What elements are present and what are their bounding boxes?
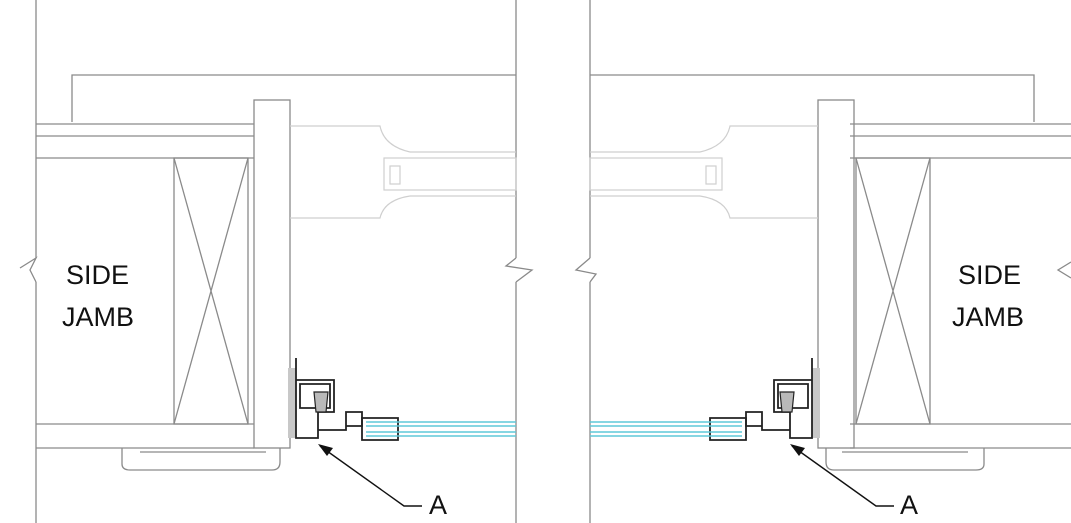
- right-callout-leader: [791, 445, 894, 507]
- right-faint-rail-profile: [699, 125, 818, 219]
- right-stud-cross: [855, 157, 931, 425]
- right-callout-arrow: [790, 444, 805, 456]
- right-jamb-board: [817, 99, 855, 449]
- left-faint-rail-profile: [290, 125, 411, 219]
- left-glazing-gasket: [313, 391, 329, 413]
- right-faint-rail-lines: [590, 151, 700, 197]
- left-faint-rail-lines: [410, 151, 516, 197]
- right-side-jamb-label-line1: SIDE: [958, 260, 1021, 290]
- left-frame-inner: [299, 383, 331, 409]
- left-faint-rail-slot: [389, 165, 401, 185]
- right-break-symbol-2: [1056, 261, 1071, 279]
- left-frame-profile: [288, 358, 399, 441]
- left-sash-clip: [318, 411, 363, 431]
- left-casing: [121, 448, 281, 471]
- right-glazing-unit: [590, 421, 742, 437]
- left-callout-arrow: [318, 444, 333, 456]
- right-faint-rail: [589, 157, 723, 191]
- right-head-trim: [590, 74, 1035, 122]
- left-stud-top: [36, 123, 254, 159]
- left-callout-label: A: [429, 490, 447, 520]
- left-glazing-unit: [366, 421, 516, 437]
- left-stud-member: [173, 157, 249, 425]
- right-frame-inner: [777, 383, 809, 409]
- right-break-symbol: [574, 257, 598, 283]
- left-jamb-board: [253, 99, 291, 449]
- right-casing: [825, 448, 985, 471]
- left-break-symbol: [19, 256, 38, 283]
- right-stud-bottom: [850, 423, 1071, 449]
- right-stud-top: [850, 123, 1071, 159]
- left-stud-cross: [173, 157, 249, 425]
- left-seal: [288, 368, 296, 438]
- left-stud-bottom: [36, 423, 254, 449]
- right-stud-member: [855, 157, 931, 425]
- right-glazing-gasket: [779, 391, 795, 413]
- left-faint-rail: [383, 157, 517, 191]
- right-faint-rail-slot: [705, 165, 717, 185]
- left-callout-leader: [319, 445, 422, 507]
- right-callout-label: A: [900, 490, 918, 520]
- right-frame-profile: [709, 358, 820, 441]
- right-jamb-detail: SIDE JAMB A: [574, 0, 1071, 523]
- left-break-symbol-2: [504, 257, 534, 283]
- left-side-jamb-label-line1: SIDE: [66, 260, 129, 290]
- right-side-jamb-label-line2: JAMB: [952, 302, 1024, 332]
- left-head-trim: [71, 74, 516, 122]
- left-glass-stop: [361, 417, 399, 441]
- right-sash-clip: [745, 411, 790, 431]
- right-seal: [812, 368, 820, 438]
- left-jamb-detail: SIDE JAMB A: [19, 0, 534, 523]
- left-side-jamb-label-line2: JAMB: [62, 302, 134, 332]
